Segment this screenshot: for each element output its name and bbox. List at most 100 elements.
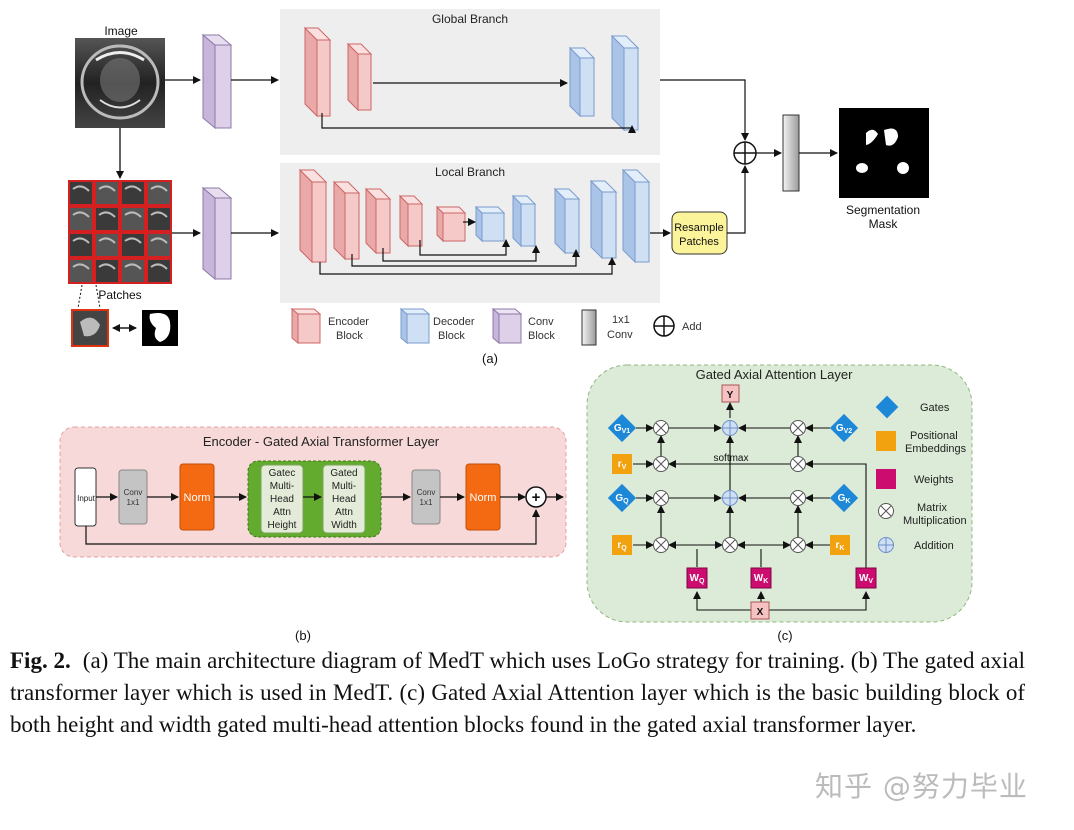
matmul-cross (792, 492, 804, 504)
patch-texture (98, 263, 116, 270)
svg-text:Norm: Norm (470, 492, 497, 504)
block-front (442, 212, 466, 242)
gated-attn-title: Gated Axial Attention Layer (696, 367, 853, 382)
block-top (332, 181, 361, 194)
node-label: WV (859, 573, 873, 585)
node-label: rK (836, 540, 845, 552)
svg-text:Conv: Conv (417, 488, 436, 497)
patch-tile (94, 180, 120, 206)
encoder-block (298, 168, 328, 264)
pos-square (830, 535, 850, 555)
node-label: GK (838, 493, 851, 505)
global-skip (321, 113, 632, 129)
decoder-block (511, 194, 537, 248)
input-box: Input (74, 467, 97, 527)
block-front (623, 47, 639, 131)
patch-texture (124, 185, 142, 192)
segmentation-mask (839, 108, 929, 198)
svg-text:1x1: 1x1 (612, 314, 630, 326)
patch-texture (150, 263, 168, 270)
gate-gv1-icon: GV1 (607, 413, 637, 443)
svg-text:Positional: Positional (910, 430, 958, 442)
pos-rk-icon: rK (830, 535, 850, 555)
block-front (634, 181, 650, 263)
weight-square (686, 567, 708, 589)
matmul-node (722, 537, 738, 553)
patches-label: Patches (98, 288, 141, 302)
svg-text:Addition: Addition (914, 540, 954, 552)
branch-blocks (298, 26, 651, 264)
conv1x1-b2: Conv 1x1 (411, 469, 441, 525)
block-front (481, 212, 505, 242)
decoder-block (474, 205, 506, 243)
weight-square (855, 567, 877, 589)
svg-text:Embeddings: Embeddings (905, 443, 967, 455)
legend-c: Gates Positional Embeddings Weights Matr… (875, 395, 967, 553)
block-top (553, 188, 581, 200)
node-label: GQ (615, 493, 629, 505)
block-top (303, 27, 332, 41)
block-top (621, 169, 651, 183)
svg-text:Resample: Resample (674, 222, 724, 234)
gate-gk-icon: GK (829, 483, 859, 513)
block-top (398, 195, 424, 205)
matmul-cross (655, 539, 667, 551)
block-front (407, 203, 423, 247)
residual-b (85, 509, 540, 545)
encoder-block (435, 205, 467, 243)
attn-text-line: Attn (335, 507, 353, 518)
block-top (511, 195, 537, 205)
resample-patches-box: Resample Patches (671, 211, 728, 255)
legend-add-icon (653, 315, 675, 337)
patch-tile (146, 232, 172, 258)
watermark: 知乎 @努力毕业 (815, 770, 1028, 803)
block-front (344, 192, 360, 260)
matmul-cross (792, 422, 804, 434)
svg-text:Decoder: Decoder (433, 316, 475, 328)
matmul-node (653, 420, 669, 436)
svg-text:Add: Add (682, 321, 702, 333)
caption-text: (a) The main architecture diagram of Med… (10, 648, 1025, 737)
block-front (316, 39, 331, 117)
figure-caption: Fig. 2.(a) The main architecture diagram… (10, 645, 1025, 741)
caption-label: Fig. 2. (10, 648, 71, 673)
global-branch-panel (280, 9, 660, 155)
block-top (589, 180, 618, 193)
weight-wk-icon: WK (750, 567, 772, 589)
block-top (610, 35, 640, 49)
pos-rv-icon: rV (612, 454, 632, 474)
pos-rq-icon: rQ (612, 535, 632, 555)
seg-label-2: Mask (869, 217, 899, 231)
matmul-cross (655, 458, 667, 470)
matmul-cross (655, 422, 667, 434)
block-side (622, 168, 636, 264)
local-branch-title: Local Branch (435, 165, 505, 179)
panel-b: Encoder - Gated Axial Transformer Layer … (59, 426, 567, 643)
panel-c: Gated Axial Attention Layer (586, 364, 973, 643)
patch-sample (71, 309, 109, 347)
matmul-node (790, 456, 806, 472)
patch-tile (120, 180, 146, 206)
svg-text:Block: Block (336, 330, 363, 342)
patch-tile (94, 258, 120, 284)
block-side (347, 42, 359, 112)
conv1x1-output (782, 114, 800, 192)
svg-text:Conv: Conv (528, 316, 554, 328)
svg-text:X: X (757, 607, 764, 618)
weight-square (750, 567, 772, 589)
patch-texture (150, 237, 168, 244)
encoder-block (398, 194, 424, 248)
add-b: + (525, 486, 547, 508)
svg-text:Weights: Weights (914, 474, 954, 486)
block-front (579, 57, 595, 117)
attn-text-line: Head (270, 494, 294, 505)
patch-texture (72, 211, 90, 218)
norm-b1: Norm (179, 463, 215, 531)
legend-conv-icon (491, 307, 523, 345)
gate-gq-icon: GQ (607, 483, 637, 513)
attn-text-line: Gated (330, 468, 357, 479)
softmax-label: softmax (713, 453, 748, 464)
matmul-cross (655, 492, 667, 504)
patch-texture (98, 237, 116, 244)
